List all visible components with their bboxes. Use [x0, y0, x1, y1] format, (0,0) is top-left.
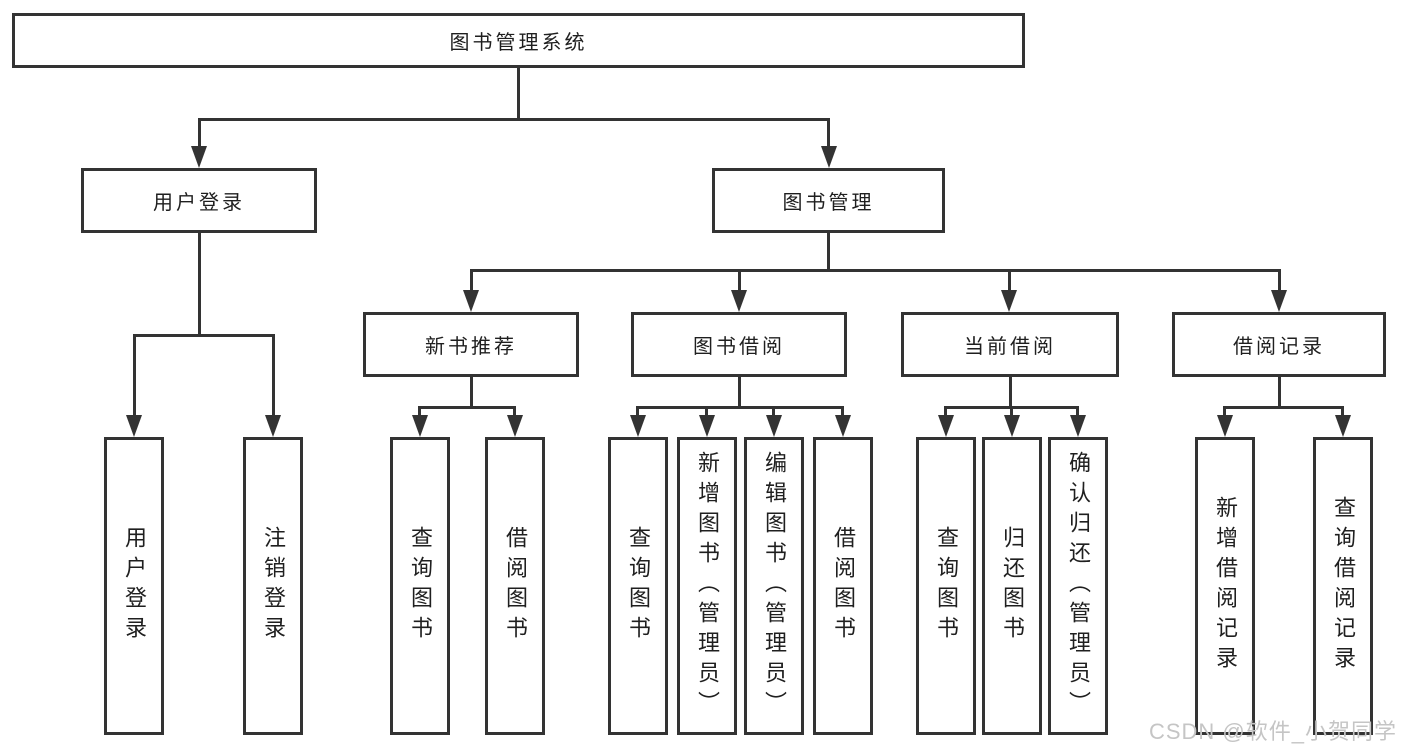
connector-line: [636, 406, 844, 409]
leaf-query-books-recommend: 查询图书: [390, 437, 450, 735]
connector-line: [133, 334, 136, 419]
leaf-logout: 注销登录: [243, 437, 303, 735]
connector-line: [1009, 377, 1012, 409]
csdn-watermark: CSDN @软件_小贺同学: [1148, 719, 1397, 744]
node-current-borrow: 当前借阅: [901, 312, 1119, 377]
arrow-down-icon: [821, 146, 837, 168]
node-book-borrow: 图书借阅: [631, 312, 847, 377]
connector-line: [470, 269, 1281, 272]
connector-line: [944, 406, 947, 417]
arrow-down-icon: [191, 146, 207, 168]
arrow-down-icon: [1335, 415, 1351, 437]
arrow-down-icon: [1217, 415, 1233, 437]
leaf-borrow-books: 借阅图书: [813, 437, 873, 735]
arrow-down-icon: [835, 415, 851, 437]
connector-line: [1010, 406, 1013, 417]
arrow-down-icon: [126, 415, 142, 437]
connector-line: [1278, 377, 1281, 409]
connector-line: [517, 68, 520, 121]
leaf-add-books-admin: 新增图书（管理员）: [677, 437, 737, 735]
connector-line: [470, 377, 473, 409]
connector-line: [705, 406, 708, 417]
leaf-add-borrow-record: 新增借阅记录: [1195, 437, 1255, 735]
node-book-management: 图书管理: [712, 168, 945, 233]
arrow-down-icon: [1001, 290, 1017, 312]
connector-line: [738, 377, 741, 409]
node-root: 图书管理系统: [12, 13, 1025, 68]
leaf-confirm-return-admin: 确认归还（管理员）: [1048, 437, 1108, 735]
connector-line: [513, 406, 516, 417]
connector-line: [470, 269, 473, 292]
connector-line: [1341, 406, 1344, 417]
connector-line: [198, 233, 201, 337]
leaf-borrow-books-recommend: 借阅图书: [485, 437, 545, 735]
connector-line: [418, 406, 516, 409]
connector-line: [1223, 406, 1344, 409]
arrow-down-icon: [1004, 415, 1020, 437]
arrow-down-icon: [938, 415, 954, 437]
node-borrow-records: 借阅记录: [1172, 312, 1386, 377]
connector-line: [418, 406, 421, 417]
arrow-down-icon: [265, 415, 281, 437]
connector-line: [198, 118, 830, 121]
arrow-down-icon: [1070, 415, 1086, 437]
connector-line: [827, 233, 830, 272]
node-new-book-recommend: 新书推荐: [363, 312, 579, 377]
leaf-query-borrow-record: 查询借阅记录: [1313, 437, 1373, 735]
arrow-down-icon: [630, 415, 646, 437]
connector-line: [1223, 406, 1226, 417]
connector-line: [1278, 269, 1281, 292]
connector-line: [198, 118, 201, 150]
connector-line: [1008, 269, 1011, 292]
arrow-down-icon: [412, 415, 428, 437]
leaf-edit-books-admin: 编辑图书（管理员）: [744, 437, 804, 735]
arrow-down-icon: [463, 290, 479, 312]
arrow-down-icon: [731, 290, 747, 312]
leaf-user-login: 用户登录: [104, 437, 164, 735]
connector-line: [827, 118, 830, 150]
connector-line: [133, 334, 275, 337]
arrow-down-icon: [507, 415, 523, 437]
node-user-login: 用户登录: [81, 168, 317, 233]
arrow-down-icon: [766, 415, 782, 437]
connector-line: [636, 406, 639, 417]
connector-line: [841, 406, 844, 417]
arrow-down-icon: [1271, 290, 1287, 312]
connector-line: [1076, 406, 1079, 417]
leaf-query-books-borrow: 查询图书: [608, 437, 668, 735]
connector-line: [772, 406, 775, 417]
arrow-down-icon: [699, 415, 715, 437]
connector-line: [738, 269, 741, 292]
leaf-query-books-current: 查询图书: [916, 437, 976, 735]
connector-line: [272, 334, 275, 419]
leaf-return-books: 归还图书: [982, 437, 1042, 735]
